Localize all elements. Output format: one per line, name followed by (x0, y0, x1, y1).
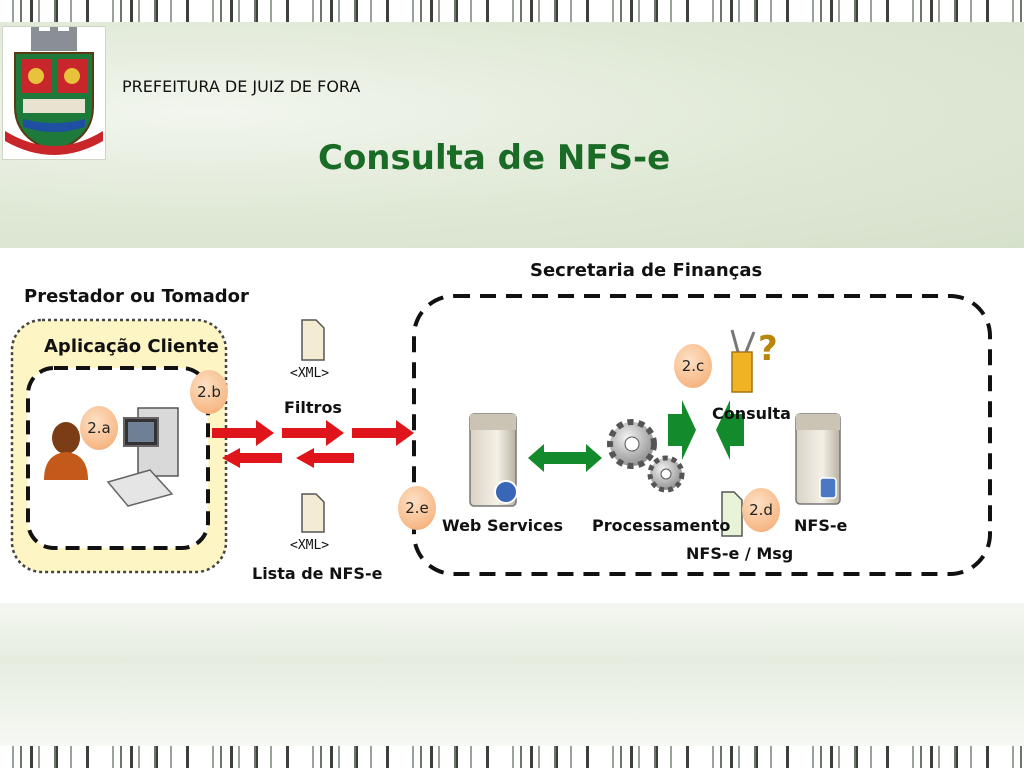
web-services-label: Web Services (442, 516, 563, 535)
nfse-message-label: NFS-e / Msg (686, 544, 794, 563)
step-2e-badge: 2.e (398, 486, 436, 530)
finance-department-box (412, 294, 992, 576)
step-2d-badge: 2.d (742, 488, 780, 532)
query-label: Consulta (712, 404, 791, 423)
request-arrows (212, 420, 414, 446)
filters-label: Filtros (284, 398, 342, 417)
top-decorative-strip (0, 0, 1024, 22)
nfse-database-server-icon (795, 413, 841, 505)
xml-request-tag: <XML> (290, 366, 330, 381)
processing-label: Processamento (592, 516, 731, 535)
web-services-server-icon (469, 413, 518, 507)
xml-response-tag: <XML> (290, 538, 330, 553)
step-2c-badge: 2.c (674, 344, 712, 388)
nfse-database-label: NFS-e (794, 516, 848, 535)
person-icon (44, 422, 88, 480)
processing-gears-icon (607, 419, 685, 493)
slide-footer-background (0, 603, 1024, 746)
finance-department-label: Secretaria de Finanças (530, 260, 763, 281)
slide-header (0, 22, 1024, 248)
computer-icon (106, 407, 179, 507)
query-forward-arrow (668, 400, 696, 460)
city-coat-of-arms-logo (2, 26, 106, 160)
step-2b-badge: 2.b (190, 370, 228, 414)
page-title: Consulta de NFS-e (318, 138, 671, 178)
client-application-label: Aplicação Cliente (44, 336, 219, 357)
client-group-label: Prestador ou Tomador (24, 286, 249, 307)
organization-name: PREFEITURA DE JUIZ DE FORA (122, 77, 361, 96)
response-arrows (222, 448, 354, 468)
svg-text:?: ? (758, 329, 778, 369)
client-application-box (10, 318, 228, 574)
query-return-arrow (716, 400, 744, 460)
bottom-decorative-strip (0, 746, 1024, 768)
query-tools-icon: ? (730, 329, 778, 393)
nfse-message-document-icon (721, 491, 743, 537)
bidirectional-arrow (528, 444, 602, 472)
nfse-list-label: Lista de NFS-e (252, 564, 383, 583)
xml-request-document-icon (301, 319, 325, 361)
diagram-panel: ? Prestador ou Tomador Aplicação Cliente… (0, 248, 1024, 603)
xml-response-document-icon (301, 493, 325, 533)
step-2a-badge: 2.a (80, 406, 118, 450)
